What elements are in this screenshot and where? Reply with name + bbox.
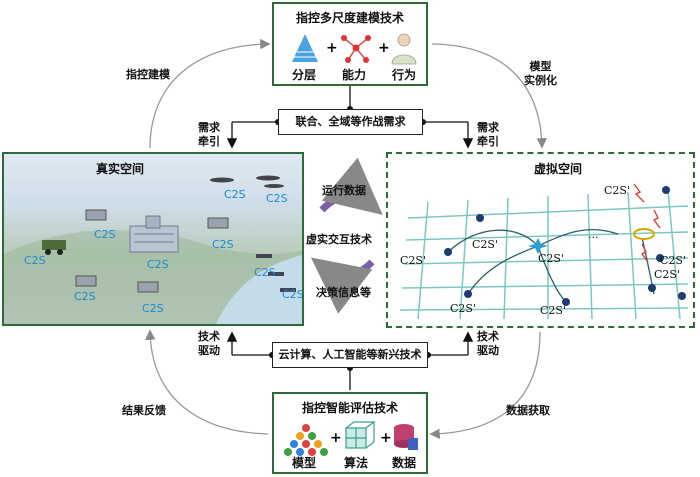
network-icon: [341, 35, 371, 63]
decision-arrow: [310, 257, 375, 314]
c2s-virtual-node-label: C2S': [540, 304, 566, 317]
behavior-label: 行为: [391, 68, 416, 82]
c2s-node-label: C2S: [266, 192, 288, 205]
algorithm-cube-icon: [345, 421, 376, 449]
virtual-space-panel: 虚拟空间 C2S' C2S' C2S' C2S' ... C2S' C2S' C…: [386, 152, 695, 328]
model-balls-icon: [284, 424, 328, 456]
modeling-icons: + +: [292, 33, 417, 65]
virtual-node-dots: [444, 186, 686, 306]
person-icon: [391, 33, 417, 65]
aircraft-icon: [210, 175, 284, 188]
c2s-virtual-node-label: C2S': [538, 252, 564, 265]
real-space-scene: [4, 175, 302, 324]
c2s-node-label: C2S: [147, 258, 169, 271]
requirement-bar: 联合、全域等作战需求: [278, 109, 423, 135]
svg-text:+: +: [380, 430, 392, 446]
capability-label: 能力: [341, 68, 366, 82]
run-data-label: 运行数据: [322, 184, 366, 197]
c2s-node-label: C2S: [282, 288, 304, 301]
pyramid-icon: [292, 34, 318, 62]
tech-bar: 云计算、人工智能等新兴技术: [272, 342, 428, 368]
vehicle-icon: [42, 240, 66, 255]
c2s-virtual-node-label: C2S': [400, 254, 426, 267]
link-zigzag-icon: [633, 183, 661, 263]
c2s-node-label: C2S: [94, 228, 116, 241]
evaluation-icons: + +: [284, 421, 418, 456]
intelligent-evaluation-title: 指控智能评估技术: [301, 401, 398, 415]
c2s-node-label: C2S: [254, 266, 276, 279]
c2s-node-label: C2S: [212, 238, 234, 251]
c2s-virtual-node-label: C2S': [654, 268, 680, 281]
multiscale-modeling-box: 指控多尺度建模技术 + + 分层 能力 行为: [272, 2, 428, 86]
c2s-virtual-node-label: C2S': [450, 302, 476, 315]
c2s-node-label: C2S: [142, 302, 164, 315]
svg-text:+: +: [326, 40, 338, 56]
database-icon: [394, 424, 418, 450]
tech-left-label: 技术 驱动: [198, 330, 220, 357]
interaction-tech-label: 虚实交互技术: [306, 233, 372, 246]
multiscale-modeling-title: 指控多尺度建模技术: [295, 11, 404, 25]
demand-left-label: 需求 牵引: [198, 121, 220, 148]
arc-model-instantiate: [431, 43, 547, 149]
virtual-grid: [399, 183, 689, 320]
demand-right-label: 需求 牵引: [477, 121, 499, 148]
central-node-icon: [528, 238, 548, 254]
real-space-panel: 真实空间 C2S C2S C2S C2S C2S C2S C2S C2S C2S…: [2, 152, 304, 326]
real-space-title: 真实空间: [96, 162, 145, 176]
station-icon: [75, 209, 229, 293]
arc-data-acquire: [429, 331, 541, 439]
c2s-virtual-node-label: C2S': [472, 238, 498, 251]
ship-icon: [256, 254, 296, 292]
cycle-label-instantiate: 模型 实例化: [524, 60, 557, 87]
cycle-label-data-acquire: 数据获取: [506, 404, 550, 417]
c2s-node-label: C2S: [74, 290, 96, 303]
layer-label: 分层: [291, 68, 316, 82]
arc-model-build: [149, 38, 271, 149]
cycle-label-model-build: 指控建模: [126, 68, 170, 81]
c2s-node-label: C2S: [24, 254, 46, 267]
tech-right-label: 技术 驱动: [477, 330, 499, 357]
arc-result-feedback: [145, 329, 269, 435]
cycle-label-feedback: 结果反馈: [122, 404, 166, 417]
svg-text:+: +: [330, 430, 342, 446]
virtual-space-title: 虚拟空间: [534, 162, 583, 176]
command-building-icon: [129, 215, 179, 253]
algorithm-label: 算法: [343, 456, 368, 470]
c2s-virtual-node-label: C2S': [660, 254, 686, 267]
decision-info-label: 决策信息等: [316, 286, 371, 299]
ellipsis-label: ...: [588, 228, 599, 241]
intelligent-evaluation-box: 指控智能评估技术 + + 模型 算法 数据: [272, 392, 428, 474]
c2s-virtual-node-label: C2S': [604, 184, 630, 197]
run-data-arrow: [319, 157, 383, 215]
ring-icon: [633, 228, 655, 240]
data-label: 数据: [391, 456, 416, 470]
svg-text:+: +: [378, 40, 390, 56]
c2s-node-label: C2S: [224, 188, 246, 201]
model-label: 模型: [291, 456, 316, 470]
